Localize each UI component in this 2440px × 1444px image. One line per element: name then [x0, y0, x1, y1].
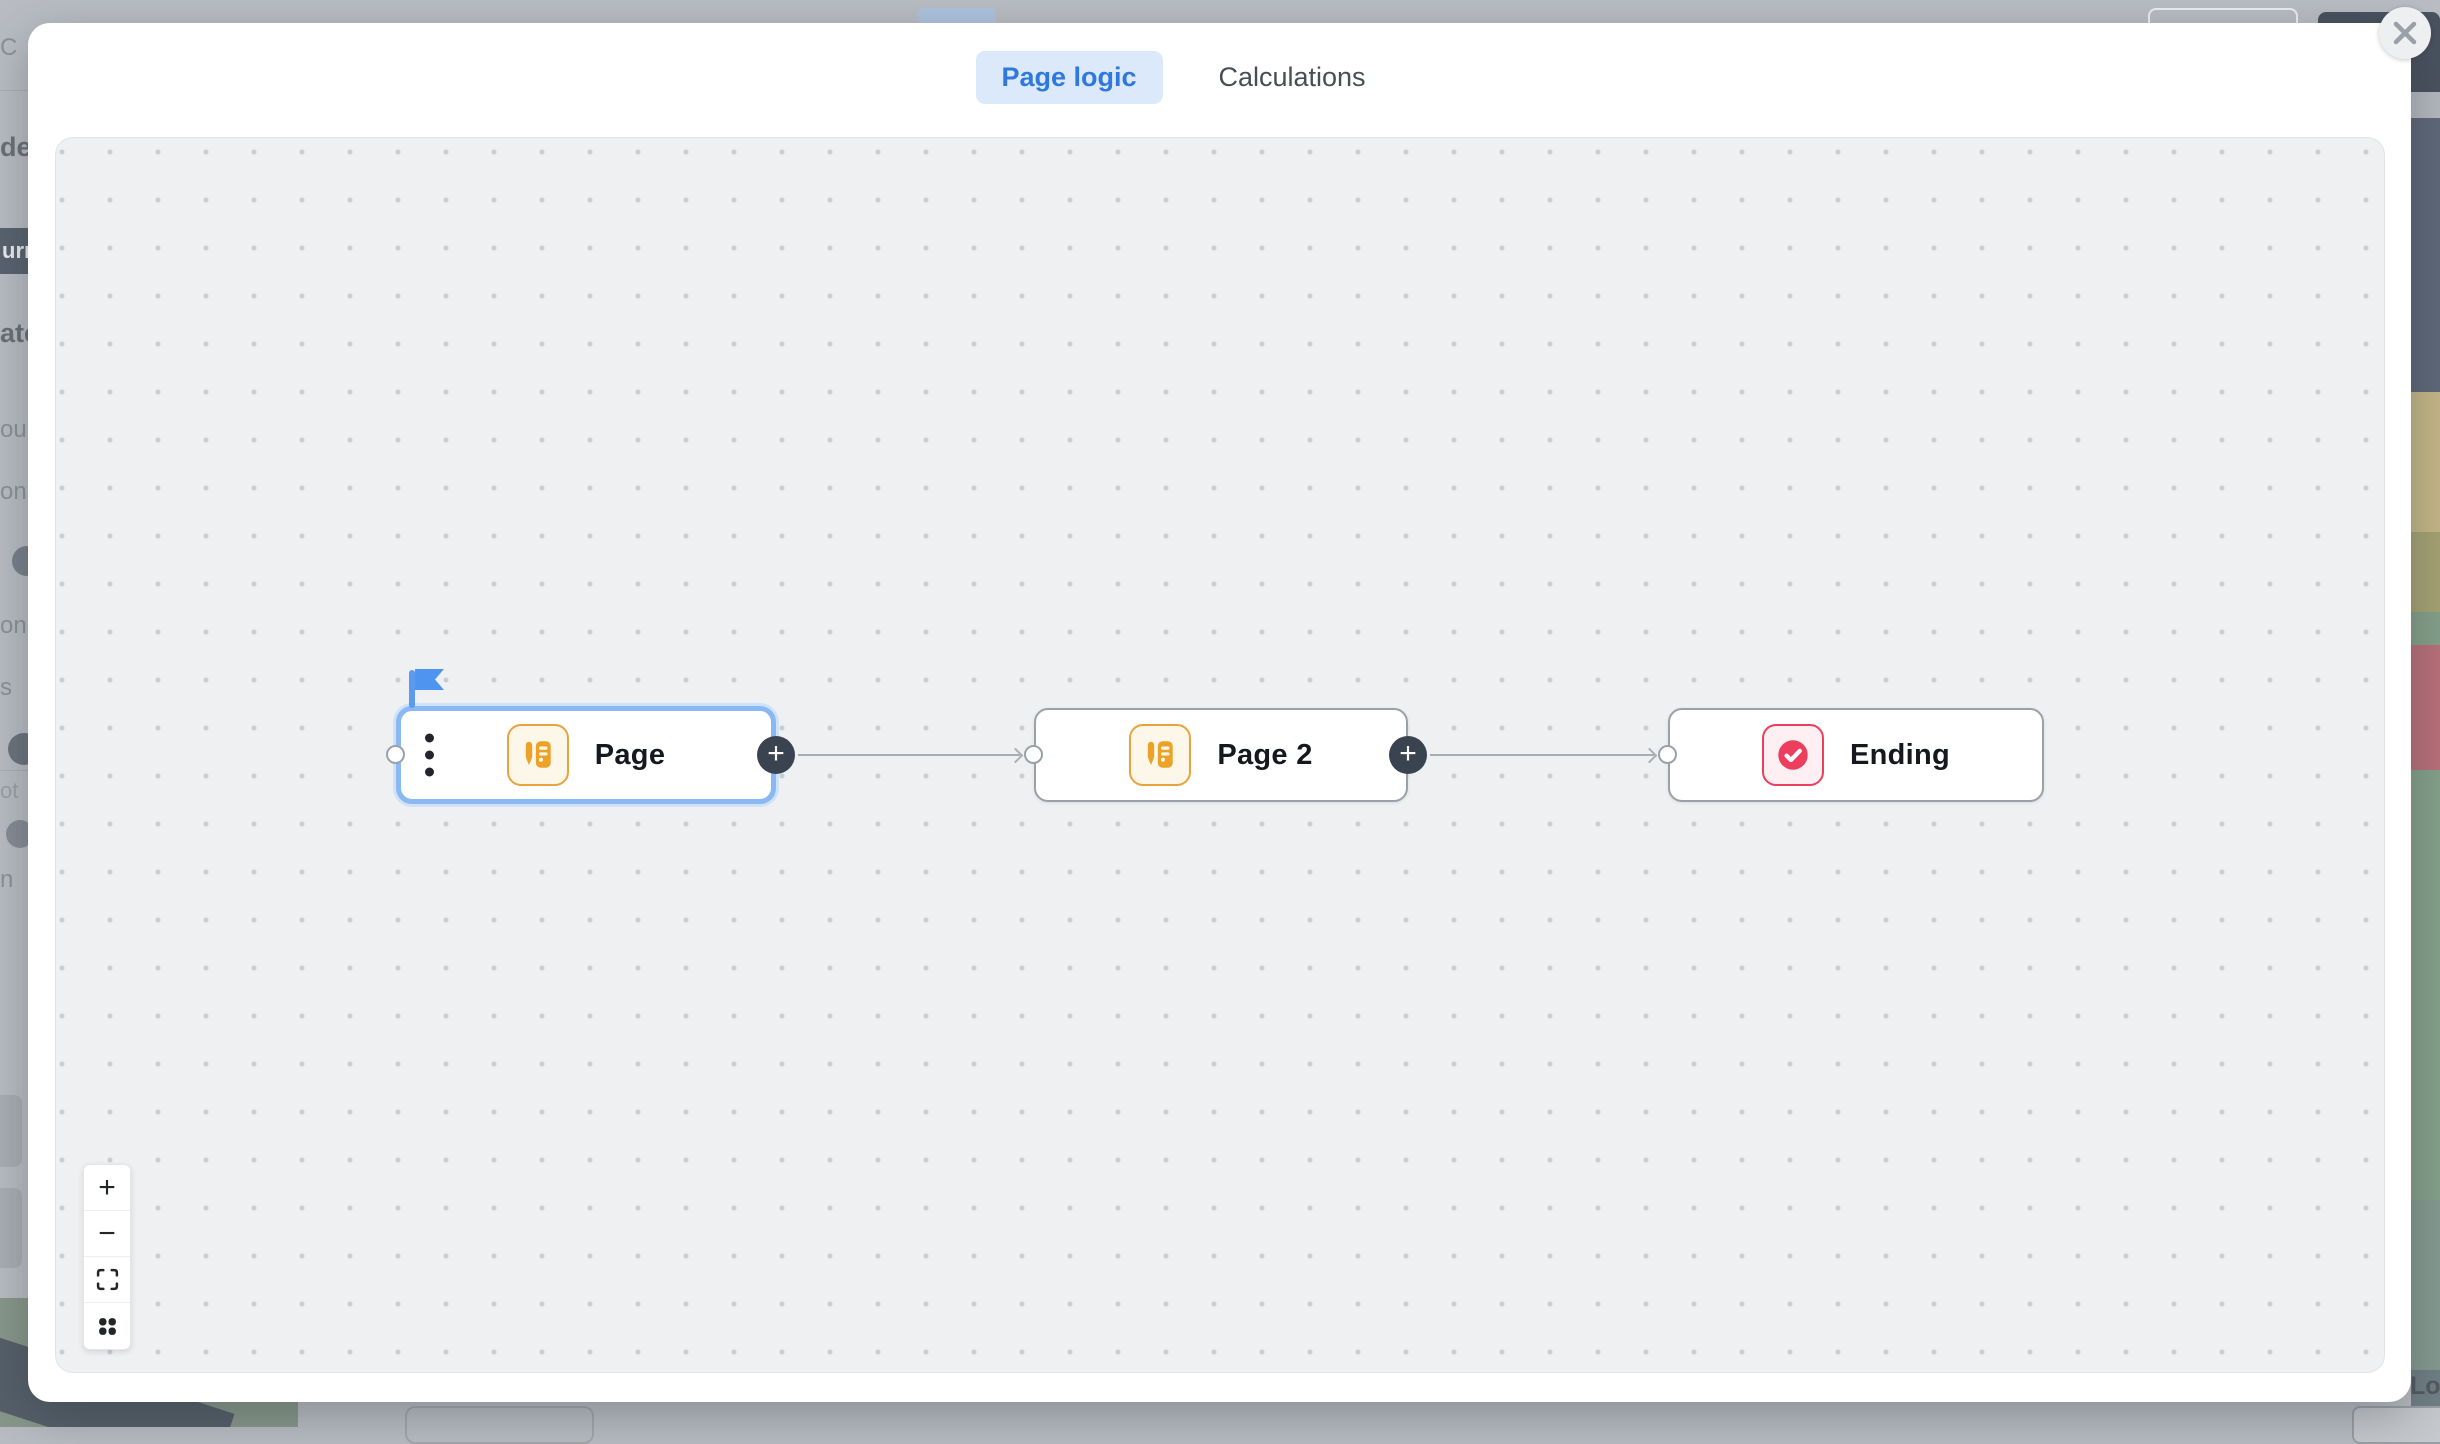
mini-map-button[interactable] — [84, 1303, 130, 1349]
background-panel-block — [2411, 645, 2440, 770]
background-panel-block — [2411, 92, 2440, 118]
background-panel-block — [2411, 532, 2440, 612]
background-panel-block — [2411, 118, 2440, 392]
divider — [0, 90, 28, 91]
input-port-page2 — [1024, 745, 1043, 764]
edge-page2-to-ending — [1430, 754, 1654, 756]
sidebar-block-fragment — [0, 1188, 22, 1268]
sidebar-fragment: de — [0, 132, 32, 162]
background-text-fragment: Lo — [2410, 1372, 2440, 1400]
start-flag-icon — [407, 665, 449, 714]
flow-canvas[interactable]: Page + Page 2 + — [55, 137, 2385, 1373]
sidebar-fragment: ot — [0, 778, 19, 803]
canvas-controls: + − — [83, 1164, 131, 1350]
fit-view-button[interactable] — [84, 1257, 130, 1303]
input-port-page — [386, 745, 405, 764]
add-connection-button-page[interactable]: + — [757, 736, 795, 774]
background-button-outline — [405, 1406, 594, 1444]
flow-node-page2[interactable]: Page 2 — [1034, 708, 1408, 802]
zoom-out-button[interactable]: − — [84, 1211, 130, 1257]
sidebar-block-fragment — [0, 1095, 22, 1167]
background-right-panel — [2411, 0, 2440, 1427]
input-port-ending — [1658, 745, 1677, 764]
background-panel-block — [2411, 612, 2440, 645]
mini-map-icon — [98, 1317, 116, 1335]
page-icon — [1129, 724, 1192, 786]
flow-node-page[interactable]: Page — [396, 706, 776, 804]
background-left-sidebar: C de urr ate our ons ons s ot n — [0, 0, 42, 1427]
edge-page-to-page2 — [798, 754, 1020, 756]
node-label: Page — [594, 738, 666, 771]
logic-modal: Page logic Calculations — [28, 23, 2411, 1402]
sidebar-fragment: s — [0, 674, 12, 701]
node-label: Ending — [1849, 738, 1951, 771]
node-menu-icon[interactable] — [421, 730, 438, 781]
background-panel-block — [2411, 770, 2440, 1200]
ending-icon — [1761, 724, 1824, 786]
background-button-outline — [2352, 1406, 2440, 1444]
tab-page-logic[interactable]: Page logic — [975, 51, 1163, 104]
fit-view-icon — [96, 1268, 118, 1291]
tab-calculations[interactable]: Calculations — [1192, 51, 1391, 104]
flow-node-ending[interactable]: Ending — [1668, 708, 2044, 802]
zoom-in-button[interactable]: + — [84, 1165, 130, 1211]
modal-tab-bar: Page logic Calculations — [975, 51, 1391, 104]
sidebar-fragment: C — [0, 34, 18, 61]
sidebar-fragment: n — [0, 866, 14, 893]
background-app-tab — [918, 8, 996, 23]
node-label: Page 2 — [1217, 738, 1313, 771]
close-icon — [2393, 21, 2417, 45]
add-connection-button-page2[interactable]: + — [1389, 736, 1427, 774]
page-icon — [506, 724, 569, 786]
close-modal-button[interactable] — [2379, 7, 2431, 59]
divider — [0, 770, 28, 771]
sidebar-selected-item: urr — [0, 228, 33, 274]
background-panel-block — [2411, 1200, 2440, 1370]
background-panel-block — [2411, 392, 2440, 532]
